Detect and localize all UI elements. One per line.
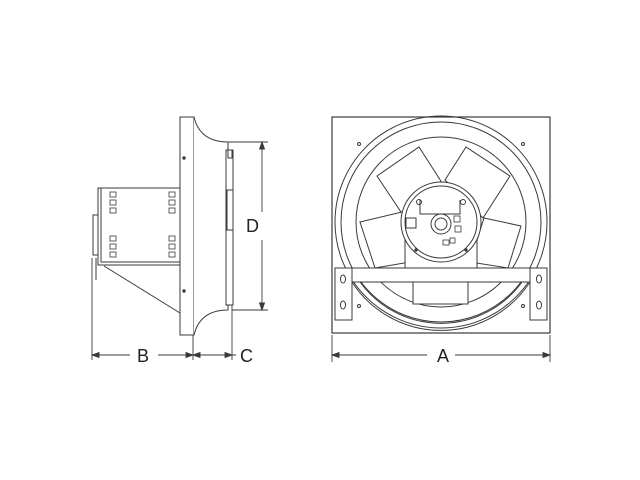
venturi-inner-ring: [340, 121, 542, 323]
mounting-bracket: [334, 267, 548, 321]
dimension-label-a: A: [435, 346, 452, 366]
dimension-label-c: C: [238, 346, 255, 366]
motor-hub: [400, 181, 482, 269]
side-dimensions: [90, 140, 268, 360]
dimension-label-b: B: [135, 346, 152, 366]
venturi-profile: [193, 116, 229, 336]
flange-plate: [179, 116, 195, 336]
front-view: [331, 115, 551, 334]
dimension-label-d: D: [244, 216, 261, 236]
venturi-outer-ring: [334, 115, 548, 329]
motor-bracket: [97, 187, 181, 266]
front-dimensions: [330, 335, 552, 362]
blade-circle: [355, 136, 527, 308]
side-view: [92, 116, 234, 336]
